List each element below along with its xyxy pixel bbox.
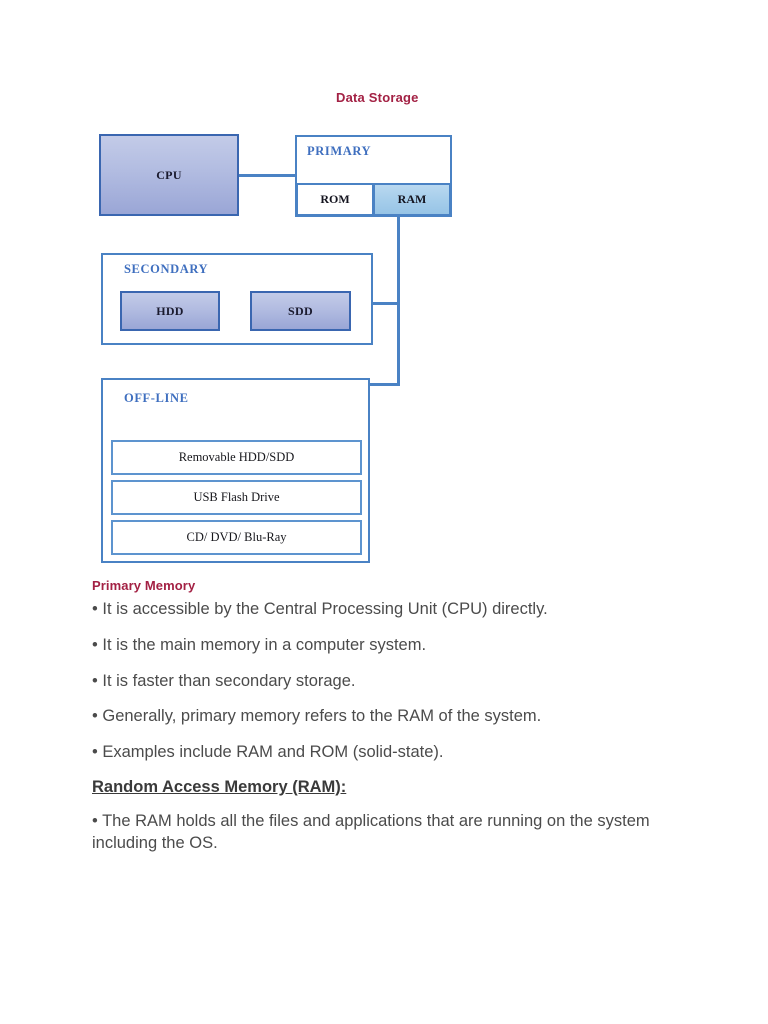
ram-description-bullet: • The RAM holds all the files and applic… (92, 811, 650, 852)
diagram-title: Data Storage (336, 90, 419, 105)
article-body: Primary Memory • It is accessible by the… (92, 578, 672, 868)
connector-secondary-to-trunk (373, 302, 400, 305)
ram-label: RAM (397, 192, 427, 206)
rom-box: ROM (296, 183, 374, 216)
primary-group-title: PRIMARY (307, 144, 372, 158)
bullet-item: • It is the main memory in a computer sy… (92, 635, 427, 654)
offline-item-optical: CD/ DVD/ Blu-Ray (111, 520, 362, 555)
cpu-label: CPU (156, 167, 182, 182)
offline-item-label: USB Flash Drive (193, 490, 280, 504)
bullet-item: • It is accessible by the Central Proces… (92, 600, 548, 618)
bullet-item: • Examples include RAM and ROM (solid-st… (92, 743, 444, 762)
connector-trunk-vertical (397, 216, 400, 386)
sdd-label: SDD (288, 303, 313, 318)
connector-cpu-to-primary (239, 174, 296, 177)
bullet-item: • Generally, primary memory refers to th… (92, 707, 542, 726)
offline-item-removable: Removable HDD/SDD (111, 440, 362, 475)
offline-group-title: OFF-LINE (124, 391, 189, 405)
offline-item-label: CD/ DVD/ Blu-Ray (186, 530, 287, 544)
rom-label: ROM (320, 192, 350, 206)
bullet-item: • It is faster than secondary storage. (92, 671, 356, 690)
cpu-box: CPU (99, 134, 239, 216)
connector-offline-to-trunk (362, 383, 400, 386)
primary-memory-heading: Primary Memory (92, 578, 196, 593)
offline-item-label: Removable HDD/SDD (178, 450, 295, 464)
secondary-group-title: SECONDARY (124, 262, 209, 276)
ram-subheading: Random Access Memory (RAM): (92, 777, 347, 796)
offline-item-usb: USB Flash Drive (111, 480, 362, 515)
hdd-label: HDD (156, 303, 184, 318)
ram-box: RAM (373, 183, 451, 216)
sdd-box: SDD (250, 291, 351, 331)
hdd-box: HDD (120, 291, 220, 331)
